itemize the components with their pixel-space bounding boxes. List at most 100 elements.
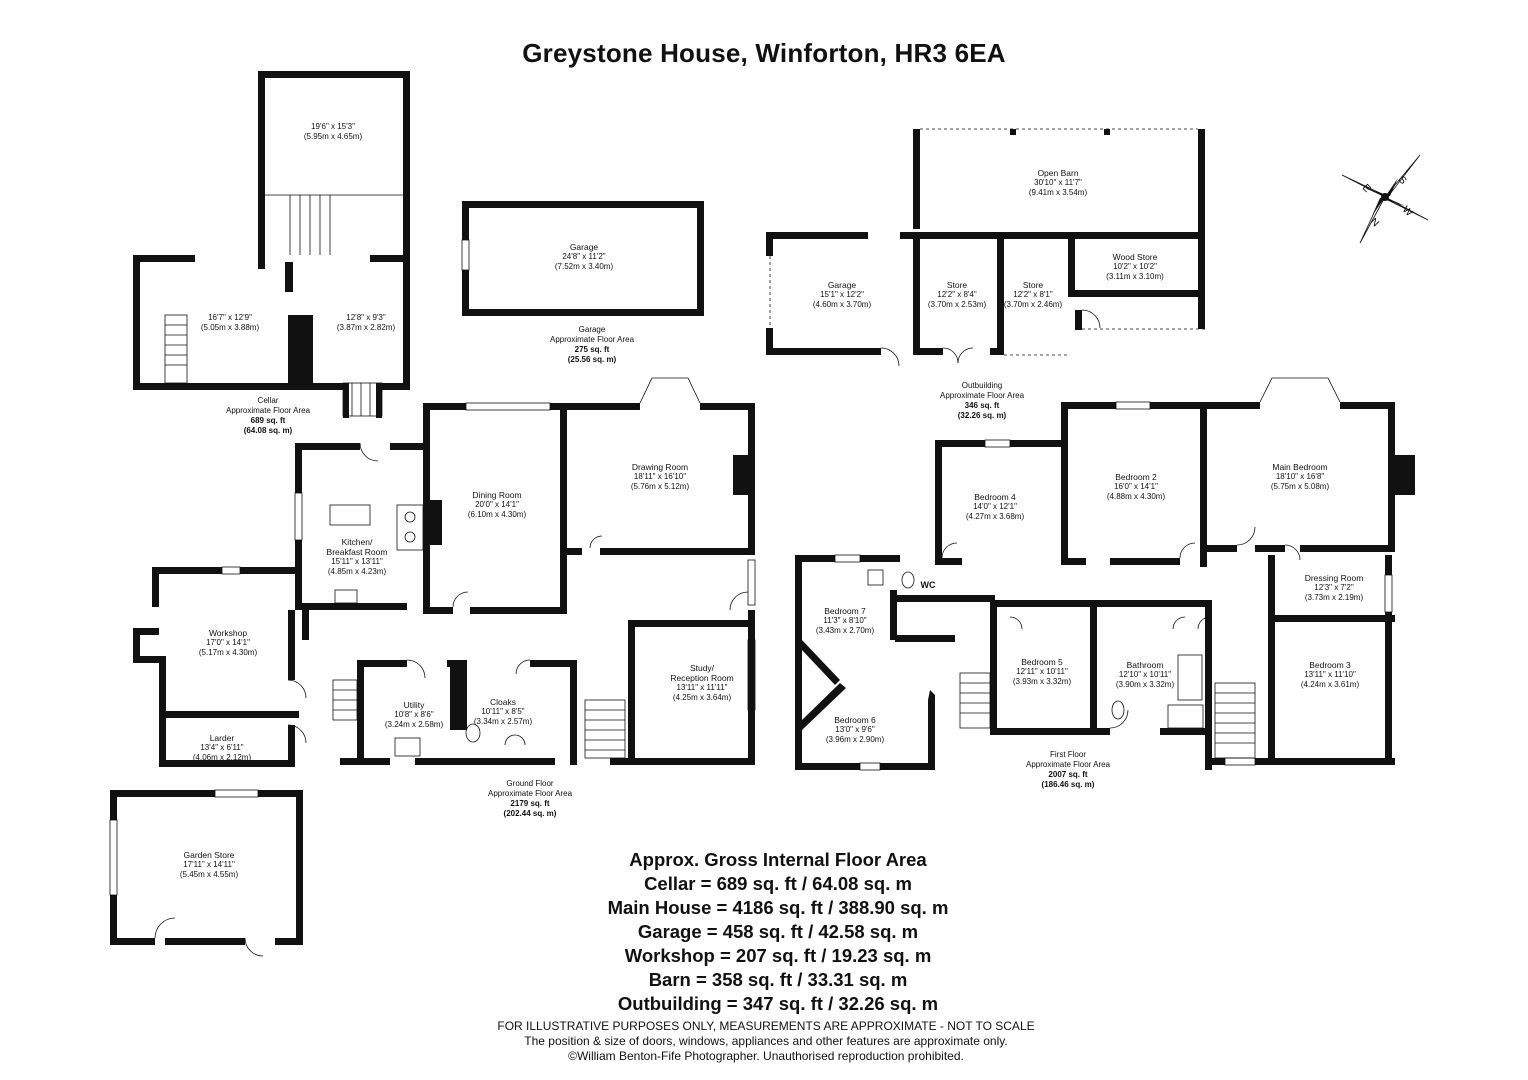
summary-line: Barn = 358 sq. ft / 33.31 sq. m [648, 969, 908, 990]
area-text: 2179 sq. ft [510, 799, 550, 808]
first-floor-walls [795, 402, 1415, 770]
room-text: 12'8" x 9'3" [346, 313, 386, 322]
room-text: 30'10" x 11'7" [1034, 178, 1082, 187]
area-text: 346 sq. ft [964, 401, 1000, 410]
room-text: Garage [827, 280, 857, 290]
summary-heading: Approx. Gross Internal Floor Area [629, 849, 927, 870]
room-text: Cloaks [490, 697, 516, 707]
room-text: Reception Room [670, 673, 734, 683]
room-text: (9.41m x 3.54m) [1028, 188, 1088, 197]
room-text: (7.52m x 3.40m) [554, 262, 614, 271]
room-text: 12'2" x 8'1" [1013, 290, 1053, 299]
area-text: (32.26 sq. m) [957, 411, 1007, 420]
room-text: (3.96m x 2.90m) [825, 735, 885, 744]
room-text: (4.27m x 3.68m) [965, 512, 1025, 521]
room-text: 13'11" x 11'10" [1304, 670, 1356, 679]
room-text: (3.24m x 2.58m) [384, 720, 444, 729]
room-text: Open Barn [1037, 168, 1079, 178]
outbuilding-walls [766, 129, 1205, 355]
plan-title: Greystone House, Winforton, HR3 6EA [522, 38, 1006, 68]
room-text: (4.24m x 3.61m) [1300, 680, 1360, 689]
disclaimer-line: The position & size of doors, windows, a… [524, 1034, 1008, 1048]
area-text: 689 sq. ft [250, 416, 286, 425]
room-text: Bedroom 7 [824, 606, 866, 616]
room-text: Bedroom 4 [974, 492, 1016, 502]
area-text: Garage [578, 325, 606, 334]
summary-line: Garage = 458 sq. ft / 42.58 sq. m [637, 921, 919, 942]
room-text: Bedroom 2 [1115, 472, 1157, 482]
room-text: Dining Room [472, 490, 522, 500]
room-text: Larder [209, 733, 235, 743]
room-text: (4.06m x 2.12m) [192, 753, 252, 762]
room-text: Study/ [689, 663, 715, 673]
room-text: (5.95m x 4.65m) [303, 132, 363, 141]
room-text: (5.45m x 4.55m) [179, 870, 239, 879]
room-text: (3.43m x 2.70m) [815, 626, 875, 635]
disclaimer: FOR ILLUSTRATIVE PURPOSES ONLY, MEASUREM… [0, 1019, 1528, 1064]
area-text: First Floor [1049, 750, 1086, 759]
room-text: (4.85m x 4.23m) [327, 567, 387, 576]
room-text: (3.93m x 3.32m) [1012, 677, 1072, 686]
ground-floor-walls [110, 403, 755, 945]
room-text: (4.25m x 3.64m) [672, 693, 732, 702]
room-label-cellar-right: 12'8" x 9'3"(3.87m x 2.82m) [337, 313, 395, 333]
room-text: (4.60m x 3.70m) [812, 300, 872, 309]
room-text: (5.05m x 3.88m) [200, 323, 260, 332]
room-text: 10'8" x 8'6" [394, 710, 434, 719]
summary-line: Cellar = 689 sq. ft / 64.08 sq. m [644, 873, 912, 894]
room-text: 13'0" x 9'6" [835, 725, 875, 734]
area-text: Approximate Floor Area [225, 406, 311, 415]
room-text: 13'4" x 6'11" [200, 743, 244, 752]
room-text: Store [1022, 280, 1044, 290]
disclaimer-line: FOR ILLUSTRATIVE PURPOSES ONLY, MEASUREM… [497, 1019, 1035, 1033]
compass-s: S [1396, 174, 1409, 187]
room-text: Drawing Room [631, 462, 689, 472]
room-text: (5.76m x 5.12m) [630, 482, 690, 491]
area-text: (186.46 sq. m) [1041, 780, 1095, 789]
room-text: (3.70m x 2.46m) [1003, 300, 1063, 309]
area-text: Approximate Floor Area [939, 391, 1025, 400]
room-text: (3.87m x 2.82m) [336, 323, 396, 332]
room-text: 15'1" x 12'2" [820, 290, 864, 299]
area-text: 2007 sq. ft [1048, 770, 1088, 779]
room-text: (3.34m x 2.57m) [473, 717, 533, 726]
room-text: 18'10" x 16'8" [1275, 472, 1325, 481]
room-text: (5.17m x 4.30m) [198, 648, 258, 657]
room-text: Bathroom [1126, 660, 1164, 670]
compass-rose-icon: S W N E [1341, 154, 1429, 244]
room-text: Garage [569, 242, 599, 252]
room-text: Breakfast Room [326, 547, 388, 557]
room-text: 12'11" x 10'11" [1016, 667, 1068, 676]
room-text: 10'11" x 8'5" [481, 707, 525, 716]
room-text: (3.11m x 3.10m) [1106, 272, 1164, 281]
room-text: 12'2" x 8'4" [937, 290, 977, 299]
room-text: Store [946, 280, 968, 290]
room-text: Bedroom 3 [1309, 660, 1351, 670]
area-text: Cellar [257, 396, 279, 405]
area-text: Approximate Floor Area [1025, 760, 1111, 769]
room-label-cellar-large: 19'6" x 15'3"(5.95m x 4.65m) [304, 122, 362, 142]
wc-label: WC [920, 580, 936, 590]
room-text: 15'11" x 13'11" [331, 557, 383, 566]
